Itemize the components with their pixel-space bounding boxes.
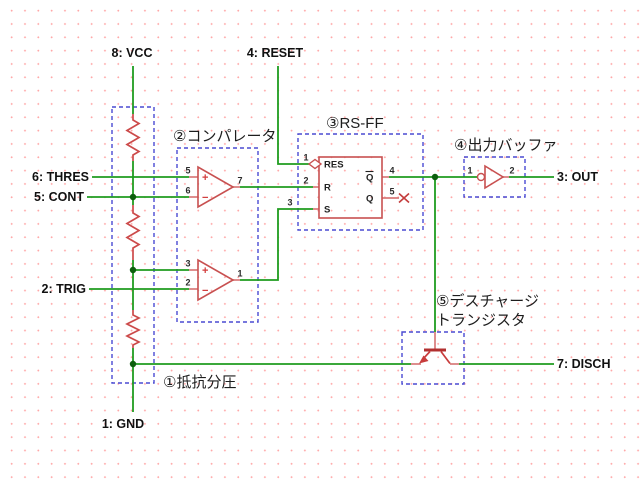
wires — [87, 66, 554, 412]
transistor-block-label-line1: ⑤デスチャージ — [436, 292, 539, 310]
rsff-res-pin-number: 1 — [303, 153, 308, 163]
active-low-diamond-icon — [307, 158, 323, 170]
comparator-block-label: ②コンパレータ — [173, 128, 276, 145]
comp2-out-wire — [240, 208, 313, 281]
resistor-r1 — [125, 114, 141, 161]
comparator1-symbol — [197, 165, 235, 209]
rsff-block-label: ③RS-FF — [326, 115, 384, 132]
rsff-s-pin-number: 3 — [287, 198, 292, 208]
rsff-q-output-label: Q — [366, 194, 373, 205]
cont-junction-dot — [129, 193, 137, 201]
rsff-r-pin-number: 2 — [303, 176, 308, 186]
pin-label-thres: 6: THRES — [32, 170, 89, 184]
junction-dots — [129, 173, 439, 368]
output-buffer-block: ④出力バッファ 1 2 — [454, 137, 557, 190]
rsff-qbar-output-label: Q — [366, 173, 373, 184]
rsff-body — [318, 156, 383, 219]
pin-label-cont: 5: CONT — [34, 190, 84, 204]
buffer-block-label: ④出力バッファ — [454, 137, 557, 154]
rsff-q-pin-number: 5 — [389, 187, 394, 197]
pin-labels: 8: VCC 4: RESET 6: THRES 5: CONT 2: TRIG… — [32, 46, 610, 431]
pin-label-reset: 4: RESET — [247, 46, 304, 60]
rsff-qbar-pin-number: 4 — [389, 166, 394, 176]
reset-wire — [277, 66, 309, 165]
pin-label-disch: 7: DISCH — [557, 357, 610, 371]
comparator1-plus-sign: + — [202, 172, 208, 184]
pin-label-gnd: 1: GND — [102, 417, 144, 431]
resistor-r2 — [125, 205, 141, 260]
comparator-block-outline — [176, 147, 259, 323]
resistor-r3 — [125, 310, 141, 348]
inverter-bubble-icon — [476, 172, 486, 182]
buffer-in-pin-number: 1 — [467, 166, 472, 176]
comparator1-minus-sign: − — [202, 192, 208, 204]
buffer-out-pin-number: 2 — [509, 166, 514, 176]
qbar-junction-dot — [431, 173, 439, 181]
comparator2-plus-pin-number: 3 — [185, 259, 190, 269]
pin-label-vcc: 8: VCC — [112, 46, 153, 60]
rsff-r-input-label: R — [324, 183, 331, 194]
discharge-transistor-block: ⑤デスチャージ トランジスタ — [419, 292, 539, 365]
comparator2-minus-sign: − — [202, 285, 208, 297]
comparator-block: ②コンパレータ + − 5 6 7 + − 3 2 1 — [173, 128, 276, 302]
comparator2-plus-sign: + — [202, 265, 208, 277]
resistor-divider-block: ①抵抗分圧 — [125, 114, 236, 391]
comparator2-minus-pin-number: 2 — [185, 278, 190, 288]
divider-block-label: ①抵抗分圧 — [163, 374, 236, 391]
comparator2-out-pin-number: 1 — [237, 269, 242, 279]
comparator1-out-pin-number: 7 — [237, 176, 242, 186]
transistor-block-label-line2: トランジスタ — [436, 312, 526, 329]
comparator2-symbol — [197, 258, 235, 302]
tap2-junction-dot — [129, 266, 137, 274]
rsff-res-input-label: RES — [324, 160, 344, 171]
comparator1-minus-pin-number: 6 — [185, 186, 190, 196]
transistor-block-outline — [401, 331, 465, 385]
transistor-collector-lead — [440, 350, 451, 365]
rsff-s-input-label: S — [324, 205, 330, 216]
emitter-arrow-icon — [419, 355, 429, 364]
no-connect-x-icon — [398, 192, 410, 204]
pin-label-out: 3: OUT — [557, 170, 598, 184]
gnd-junction-dot — [129, 360, 137, 368]
rsff-block: ③RS-FF RES R S Q Q 1 2 3 4 5 — [287, 115, 410, 219]
pin-label-trig: 2: TRIG — [42, 282, 86, 296]
rsff-block-outline — [297, 133, 424, 231]
comparator1-plus-pin-number: 5 — [185, 166, 190, 176]
buffer-triangle-symbol — [484, 164, 505, 190]
